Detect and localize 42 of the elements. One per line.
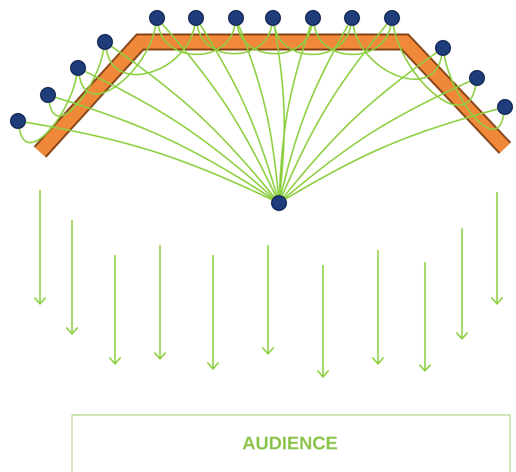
connector-line	[18, 76, 78, 144]
connector-line	[158, 26, 236, 56]
connector-line	[236, 26, 312, 54]
connector-line	[162, 23, 276, 196]
dot	[97, 34, 113, 50]
connector-line	[444, 56, 504, 130]
connector-line	[111, 46, 275, 198]
connector-line	[106, 26, 196, 76]
connector-line	[196, 26, 272, 54]
dot	[435, 40, 451, 56]
connector-line	[26, 122, 272, 200]
dot	[344, 10, 360, 26]
connector-line	[283, 52, 437, 198]
dot	[497, 99, 513, 115]
connector-line	[55, 96, 273, 200]
connector-line	[278, 25, 312, 196]
connector-line	[200, 24, 278, 196]
connector-line	[78, 26, 156, 94]
connector-line	[392, 26, 476, 106]
connector-line	[352, 26, 442, 80]
dot	[188, 10, 204, 26]
audience-box: AUDIENCE	[72, 414, 510, 472]
connector-line	[284, 80, 470, 198]
dot	[469, 70, 485, 86]
connector-line	[274, 26, 352, 56]
connector-line	[280, 24, 349, 196]
connector-line	[281, 24, 388, 196]
dot	[265, 10, 281, 26]
dot	[384, 10, 400, 26]
dot	[149, 10, 165, 26]
connector-line	[48, 50, 104, 117]
connector-line	[274, 26, 286, 196]
connector-line	[84, 70, 274, 198]
connector-line	[238, 25, 280, 196]
dot	[271, 195, 287, 211]
connector-line	[314, 26, 392, 56]
connector-line	[285, 108, 498, 200]
dot	[70, 60, 86, 76]
dot	[40, 87, 56, 103]
dot	[305, 10, 321, 26]
dot	[228, 10, 244, 26]
dot	[10, 113, 26, 129]
